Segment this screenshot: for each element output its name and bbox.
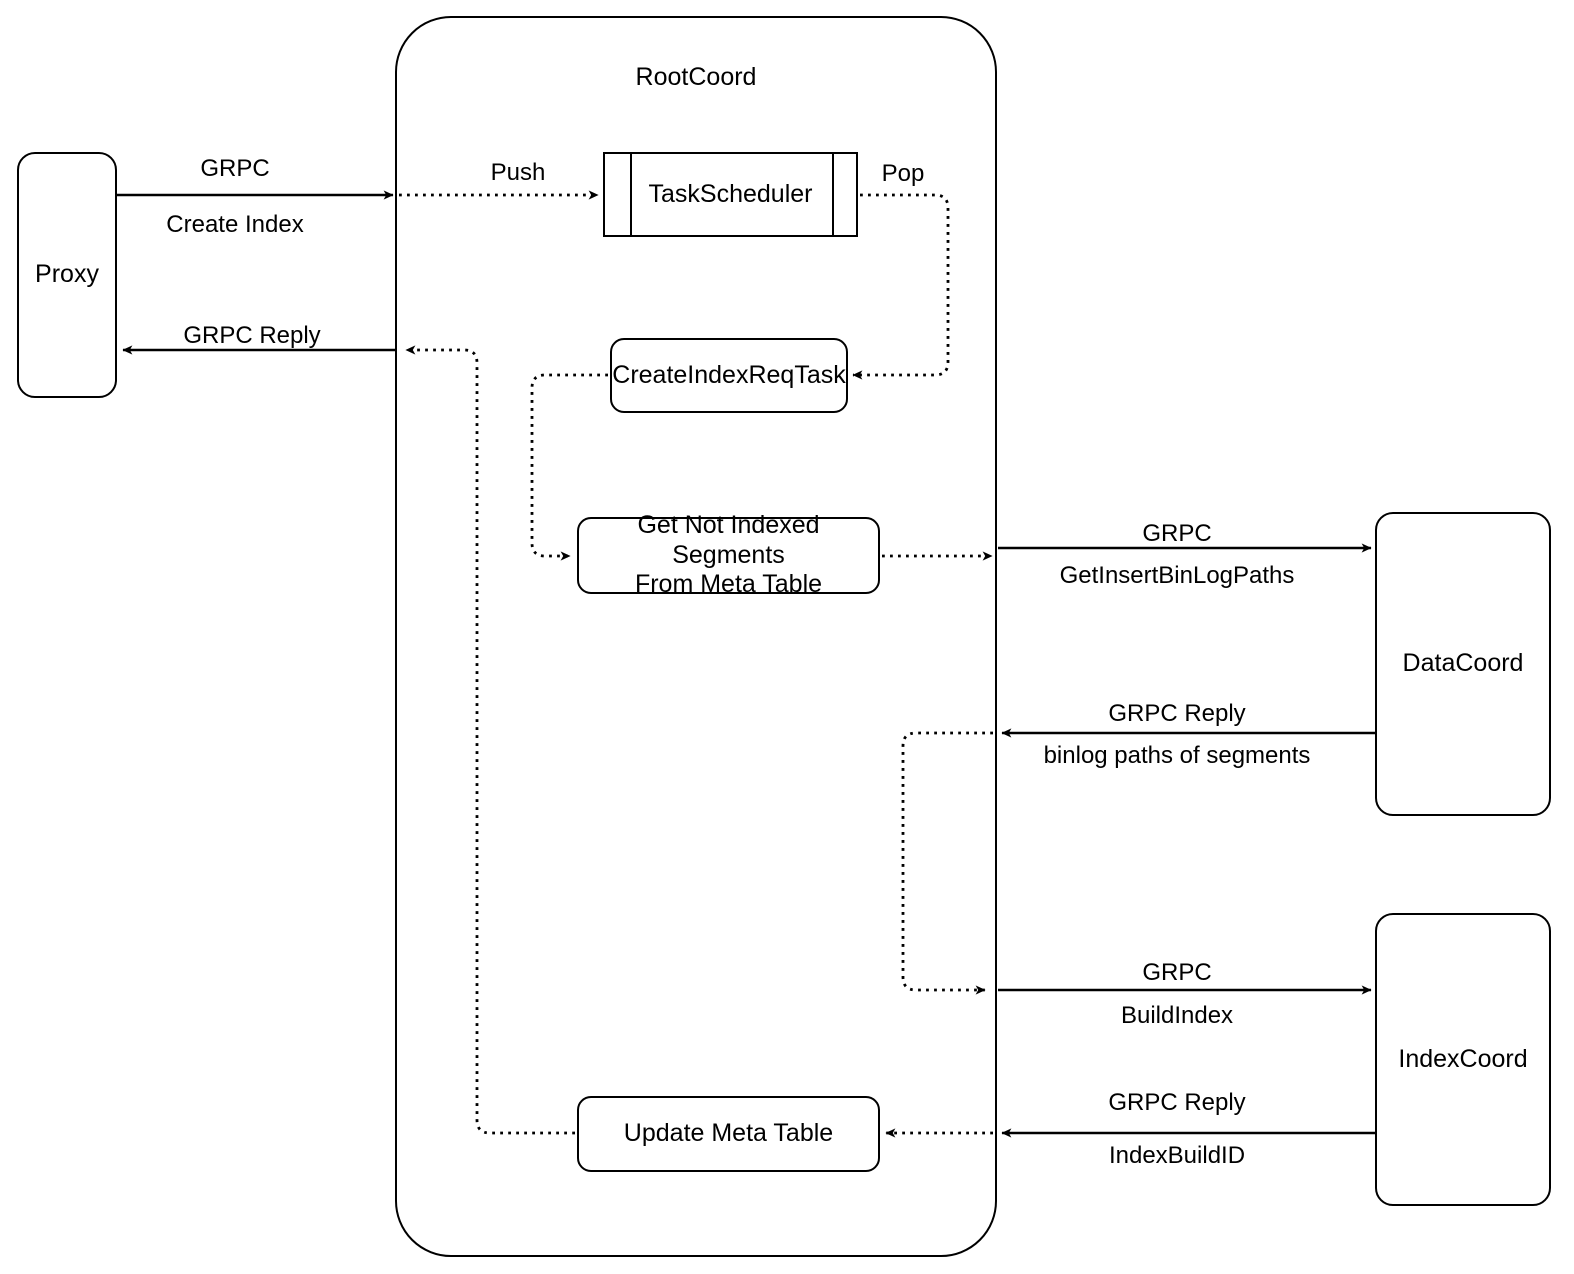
node-indexcoord-label: IndexCoord (1398, 1044, 1528, 1073)
node-createindexreqtask[interactable]: CreateIndexReqTask (610, 338, 848, 413)
node-taskscheduler-label: TaskScheduler (648, 179, 813, 208)
node-update-meta-table[interactable]: Update Meta Table (577, 1096, 880, 1172)
node-proxy-label: Proxy (35, 260, 99, 289)
edge-label-grpc-buildindex: GRPC (1142, 959, 1212, 986)
edge-label-grpc-reply-proxy: GRPC Reply (183, 322, 321, 349)
node-get-not-indexed-segments[interactable]: Get Not Indexed Segments From Meta Table (577, 511, 880, 598)
edge-label-buildindex: BuildIndex (1120, 1002, 1234, 1029)
taskscheduler-divider-right (832, 154, 834, 235)
node-update-meta-table-label: Update Meta Table (623, 1119, 834, 1148)
edge-label-grpc-create-index: GRPC (200, 155, 270, 182)
edge-label-grpc-reply-datacoord: GRPC Reply (1108, 700, 1246, 727)
edge-label-pop: Pop (881, 160, 925, 187)
edge-label-grpc-binlog: GRPC (1142, 520, 1212, 547)
edge-label-getinsertbinlogpaths: GetInsertBinLogPaths (1059, 562, 1295, 589)
node-datacoord-label: DataCoord (1402, 649, 1524, 678)
node-get-not-indexed-segments-label: Get Not Indexed Segments From Meta Table (634, 511, 823, 599)
edge-label-push: Push (490, 159, 546, 186)
edge-label-binlog-paths-of-segments: binlog paths of segments (1043, 742, 1311, 769)
node-indexcoord[interactable]: IndexCoord (1375, 913, 1551, 1206)
node-createindexreqtask-label: CreateIndexReqTask (612, 360, 846, 389)
container-rootcoord[interactable] (395, 16, 997, 1257)
node-proxy[interactable]: Proxy (17, 152, 117, 398)
edge-label-grpc-reply-indexcoord: GRPC Reply (1108, 1089, 1246, 1116)
taskscheduler-divider-left (630, 154, 632, 235)
node-taskscheduler[interactable]: TaskScheduler (603, 152, 858, 237)
edge-label-indexbuildid: IndexBuildID (1108, 1142, 1246, 1169)
edge-label-create-index: Create Index (166, 211, 304, 238)
node-datacoord[interactable]: DataCoord (1375, 512, 1551, 816)
container-rootcoord-title: RootCoord (635, 63, 757, 91)
